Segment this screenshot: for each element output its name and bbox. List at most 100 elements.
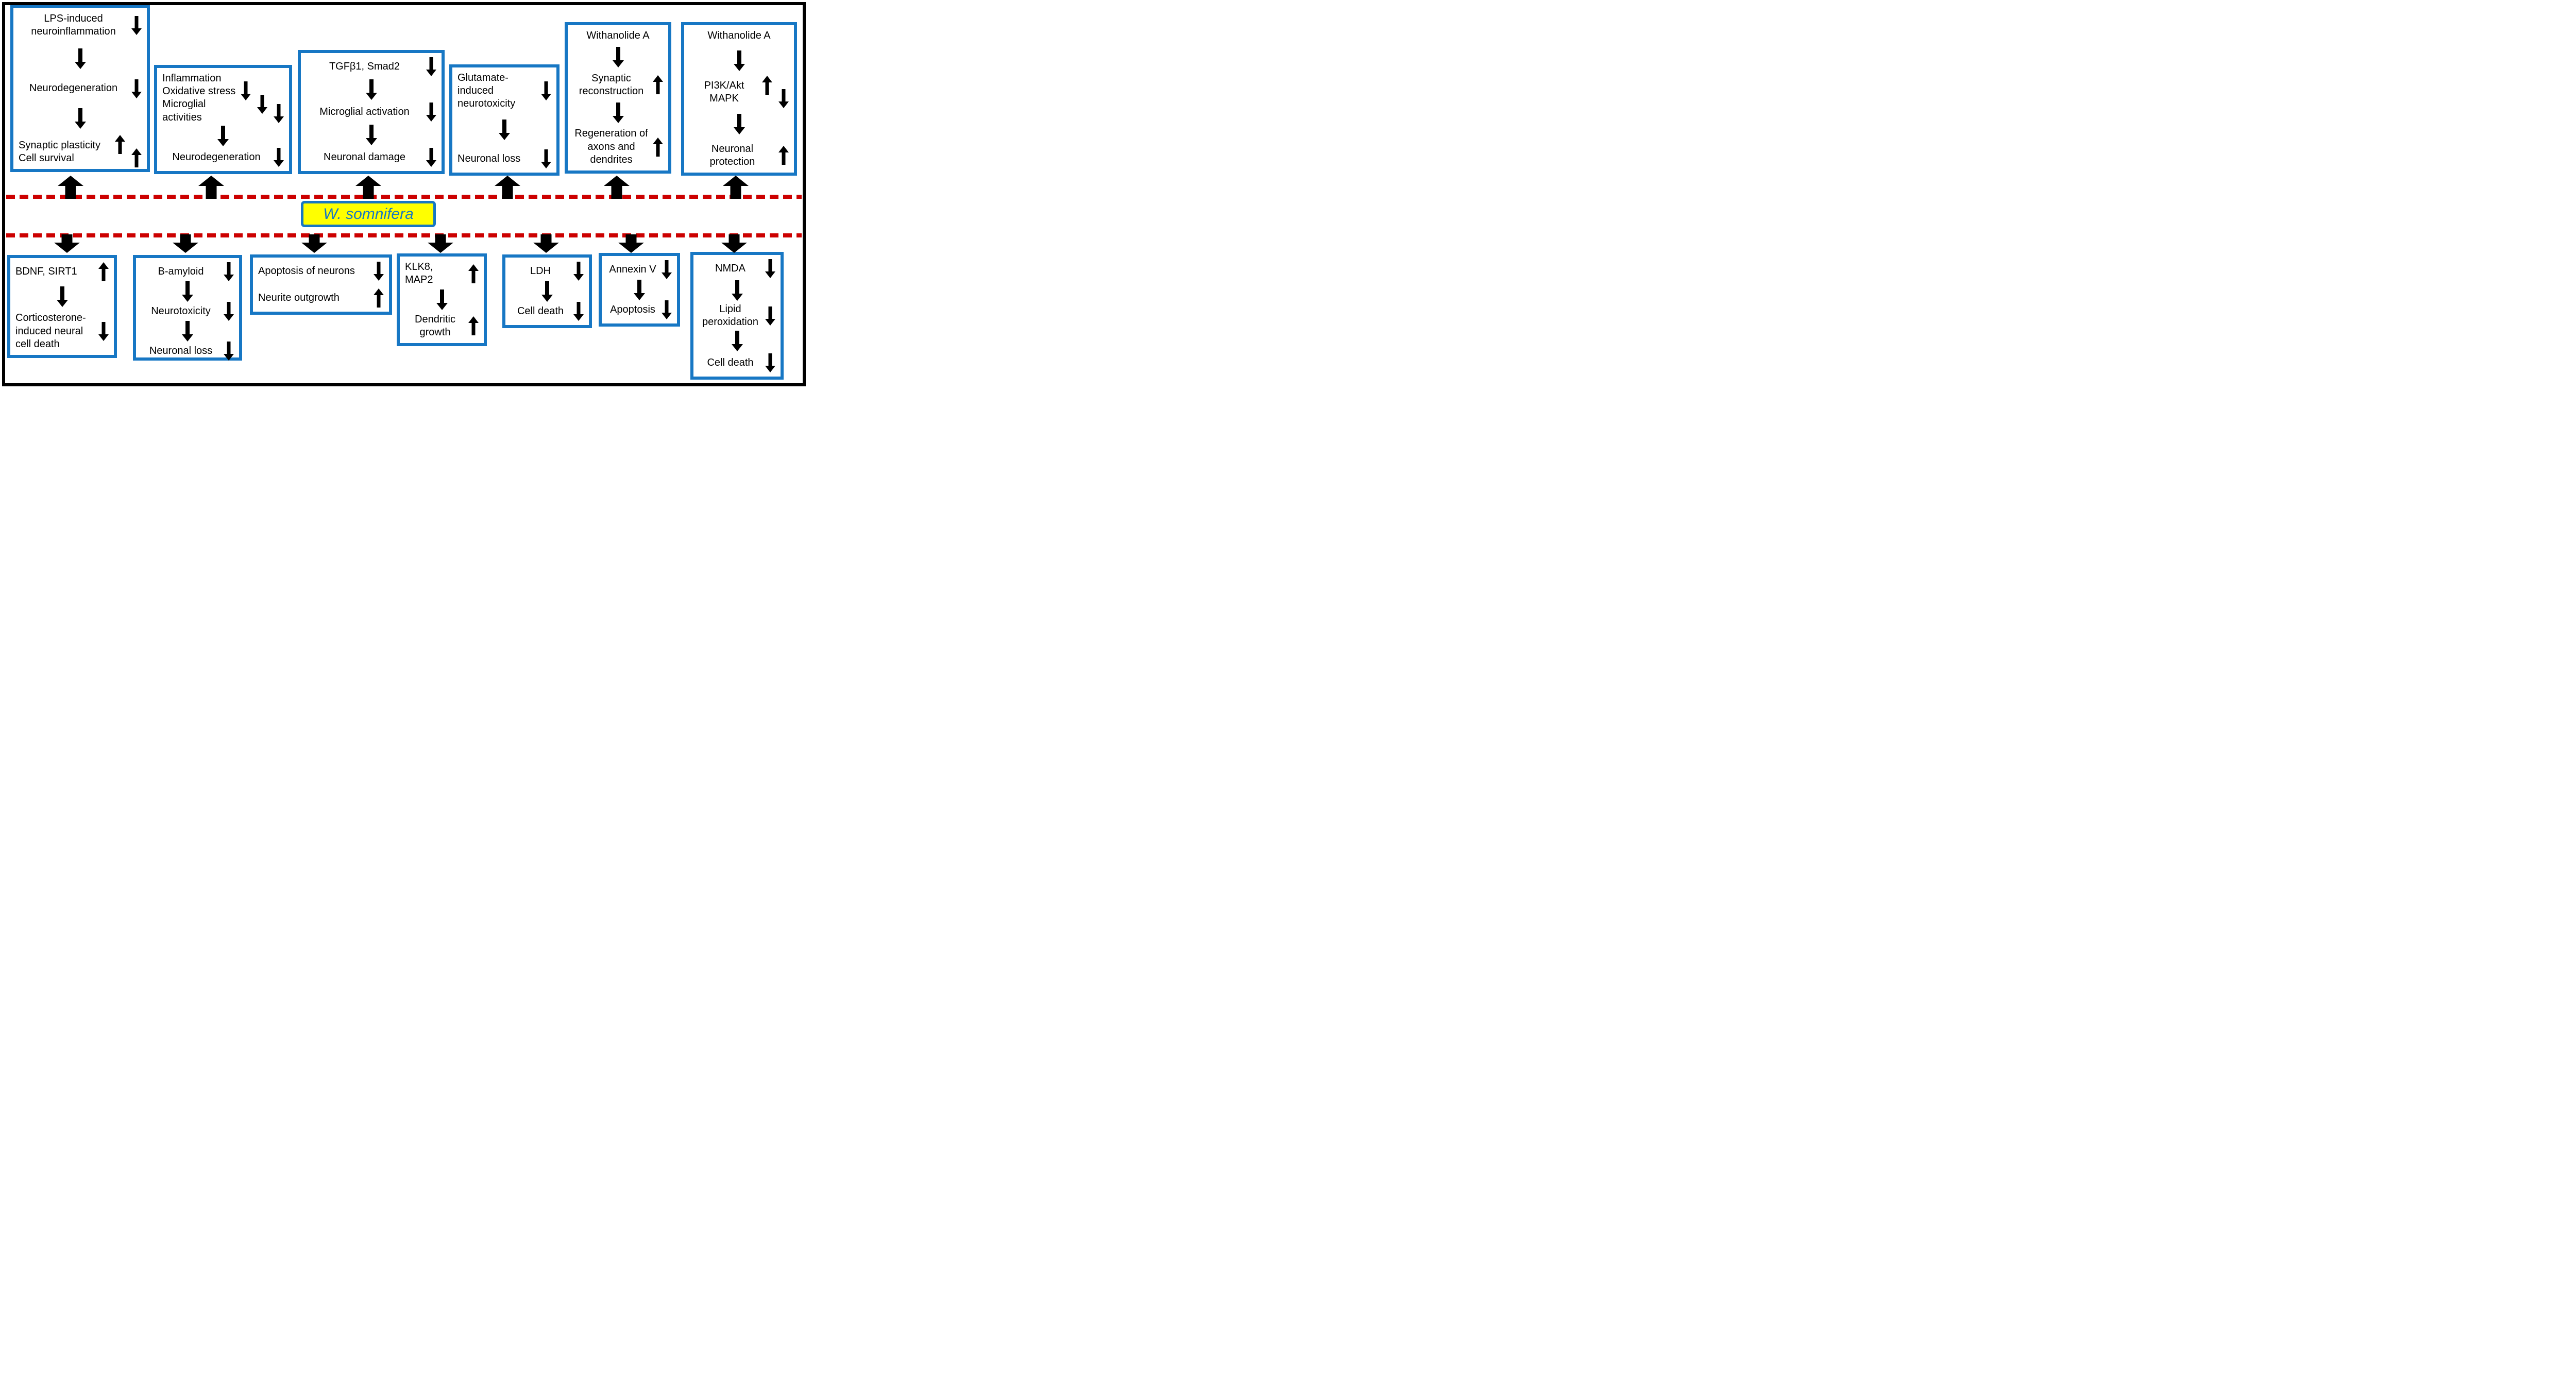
box-row: Withanolide A [573, 29, 663, 42]
flow-down-arrow-icon [613, 47, 624, 67]
box-text: Neurotoxicity [151, 305, 211, 317]
box-text: Synaptic reconstruction [579, 72, 644, 97]
flow-down-arrow-icon [182, 321, 193, 342]
ws-effect-down-arrow-icon [721, 234, 747, 253]
ws-effect-up-arrow-icon [723, 176, 749, 199]
box-row: Neuronal damage [306, 148, 436, 167]
box-row: KLK8, MAP2 [405, 261, 479, 286]
flow-down-arrow-icon [57, 286, 68, 307]
w-somnifera-text: W. somnifera [323, 205, 414, 223]
flow-row [19, 48, 142, 69]
box-row: Glutamate- induced neurotoxicity [457, 72, 551, 111]
box-row: Lipid peroxidation [699, 303, 775, 329]
box-row: Synaptic reconstruction [573, 72, 663, 98]
flow-down-arrow-icon [182, 281, 193, 302]
down-arrow-icon [541, 81, 551, 100]
box-row: Cell death [511, 302, 584, 321]
flow-row [699, 280, 775, 301]
flow-row [15, 286, 109, 307]
box-text: Dendritic growth [415, 313, 455, 338]
flow-down-arrow-icon [734, 114, 745, 134]
up-arrow-icon [778, 146, 789, 165]
down-arrow-icon [224, 342, 234, 361]
down-arrow-icon [765, 306, 775, 326]
box-text: Regeneration of axons and dendrites [574, 128, 648, 165]
ws-effect-down-arrow-icon [173, 234, 198, 253]
box-row: Withanolide A [689, 29, 789, 42]
arrow-group [573, 262, 584, 281]
box-row: BDNF, SIRT1 [15, 262, 109, 281]
box-row: Neurodegeneration [162, 148, 284, 167]
arrow-group [653, 138, 663, 157]
arrow-group [426, 148, 436, 167]
box-text: Inflammation Oxidative stress Microglial… [162, 73, 236, 123]
box-text: TGFβ1, Smad2 [329, 60, 400, 72]
up-arrow-icon [468, 264, 479, 283]
dashed-separator-top [6, 195, 802, 199]
flow-row [405, 289, 479, 310]
box-row: Corticosterone- induced neural cell deat… [15, 312, 109, 351]
up-arrow-icon [98, 262, 109, 281]
box-row: LDH [511, 262, 584, 281]
box-row: Neurodegeneration [19, 79, 142, 98]
box-withanolide-a-pi3k: Withanolide A PI3K/Akt MAPK Neuronal prote… [681, 22, 797, 176]
flow-row [573, 47, 663, 67]
down-arrow-icon [374, 262, 384, 281]
down-arrow-icon [573, 302, 584, 321]
flow-row [457, 120, 551, 140]
arrow-group [541, 149, 551, 168]
arrow-group [98, 322, 109, 341]
flow-row [511, 281, 584, 302]
flow-row [141, 281, 234, 302]
box-row: B-amyloid [141, 262, 234, 281]
box-text: LPS-induced neuroinflammation [31, 13, 116, 38]
box-row: Neuronal protection [689, 143, 789, 168]
down-arrow-icon [274, 148, 284, 167]
box-row: Neurotoxicity [141, 302, 234, 321]
box-row: Inflammation Oxidative stress Microglial… [162, 72, 284, 124]
box-text: B-amyloid [158, 265, 204, 277]
up-arrow-icon [374, 288, 384, 308]
arrow-group [653, 75, 663, 94]
flow-down-arrow-icon [541, 281, 553, 302]
arrow-group [98, 262, 109, 281]
down-arrow-icon [541, 149, 551, 168]
up-arrow-icon [762, 76, 772, 95]
box-text: Withanolide A [707, 30, 771, 41]
box-text: Neuronal protection [709, 143, 755, 167]
flow-down-arrow-icon [366, 125, 377, 145]
ws-effect-up-arrow-icon [198, 176, 224, 199]
ws-effect-down-arrow-icon [54, 234, 80, 253]
box-text: Neuronal loss [457, 152, 521, 164]
up-arrow-icon [468, 316, 479, 335]
down-arrow-icon [257, 95, 267, 114]
flow-down-arrow-icon [75, 108, 86, 129]
up-arrow-icon [653, 75, 663, 94]
flow-row [306, 79, 436, 100]
flow-down-arrow-icon [366, 79, 377, 100]
arrow-group [241, 89, 284, 108]
box-row: Dendritic growth [405, 313, 479, 339]
arrow-group [224, 302, 234, 321]
arrow-group [426, 57, 436, 76]
dashed-separator-bottom [6, 233, 802, 237]
down-arrow-icon [426, 103, 436, 122]
arrow-group [426, 103, 436, 122]
arrow-group [224, 262, 234, 281]
box-text: NMDA [715, 262, 745, 274]
box-text: Microglial activation [319, 106, 410, 117]
box-text: Neuronal loss [149, 345, 213, 356]
box-text: Synaptic plasticity Cell survival [19, 139, 100, 164]
down-arrow-icon [274, 104, 284, 123]
box-row: PI3K/Akt MAPK [689, 79, 789, 105]
box-text: Apoptosis of neurons [258, 265, 355, 277]
arrow-group [662, 300, 672, 319]
flow-down-arrow-icon [75, 48, 86, 69]
box-inflammation: Inflammation Oxidative stress Microglial… [154, 65, 292, 174]
arrow-group [274, 148, 284, 167]
arrow-group [778, 146, 789, 165]
arrow-group [131, 16, 142, 35]
